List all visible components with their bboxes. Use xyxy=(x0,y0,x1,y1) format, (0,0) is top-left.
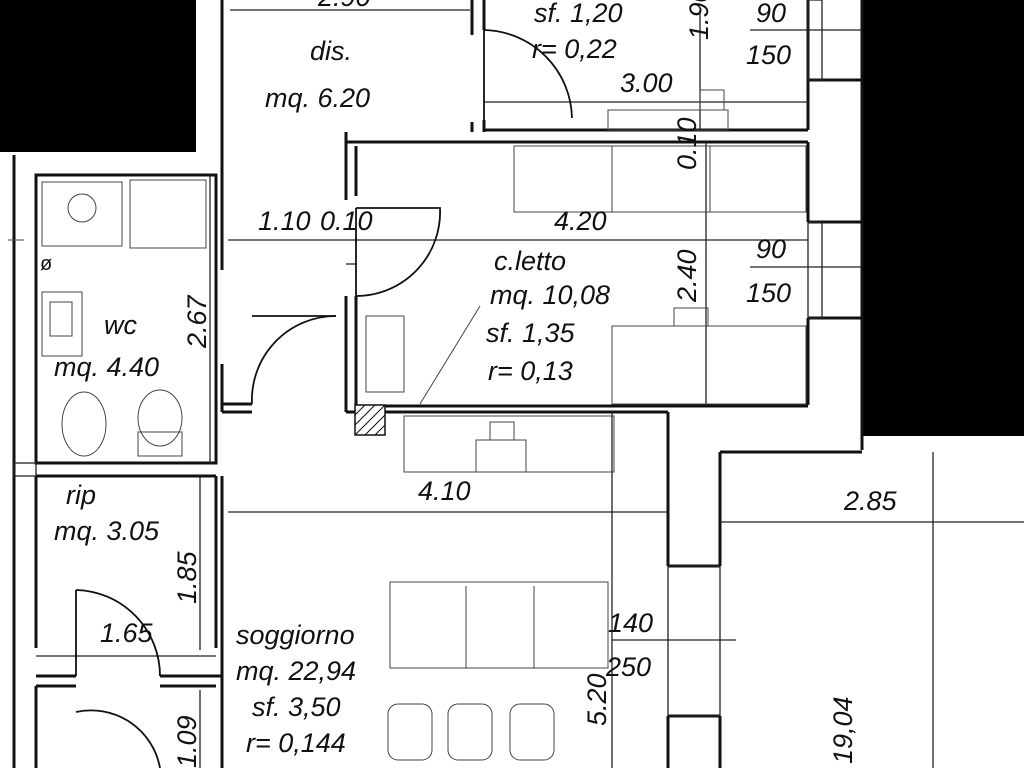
room-area-wc: mq. 4.40 xyxy=(54,352,159,382)
dim-190: 1.90 xyxy=(684,0,714,40)
window-2-height: 150 xyxy=(746,278,791,308)
dim-267: 2.67 xyxy=(182,294,212,349)
room-name-camera: c.letto xyxy=(494,246,566,276)
dim-109: 1.09 xyxy=(172,715,202,768)
window-1-height: 150 xyxy=(746,40,791,70)
window-3-width: 140 xyxy=(608,608,653,638)
dim-top-cut: 2.90 xyxy=(317,0,371,12)
room-name-soggiorno: soggiorno xyxy=(236,620,355,650)
door-swings xyxy=(75,29,573,768)
window-labels: 90 150 90 150 140 250 xyxy=(605,0,791,682)
room-name-rip: rip xyxy=(66,480,96,510)
room-labels: dis. mq. 6.20 sf. 1,20 r= 0,22 c.letto m… xyxy=(54,0,623,758)
dim-010-v: 0.10 xyxy=(672,117,702,170)
window-1-width: 90 xyxy=(756,0,786,28)
dim-420: 4.20 xyxy=(554,206,607,236)
dimension-lines xyxy=(36,9,1024,768)
outlet-symbol: ø xyxy=(40,253,52,275)
room-sf-top: sf. 1,20 xyxy=(534,0,623,28)
room-area-rip: mq. 3.05 xyxy=(54,516,160,546)
dim-185: 1.85 xyxy=(172,550,202,604)
room-area-dis: mq. 6.20 xyxy=(265,83,370,113)
dim-410: 4.10 xyxy=(418,476,471,506)
dim-110: 1.10 xyxy=(258,206,311,236)
room-name-dis: dis. xyxy=(310,36,352,66)
room-r-soggiorno: r= 0,144 xyxy=(246,728,346,758)
dim-240: 2.40 xyxy=(672,249,702,303)
window-marks xyxy=(13,0,823,717)
dim-285: 2.85 xyxy=(843,486,898,516)
dim-300: 3.00 xyxy=(620,68,673,98)
outside-area xyxy=(0,0,1024,436)
dim-1904: 19,04 xyxy=(828,696,858,764)
room-r-top: r= 0,22 xyxy=(532,34,617,64)
dim-010-h: 0.10 xyxy=(320,206,373,236)
small-marks: ø xyxy=(8,239,52,275)
room-r-camera: r= 0,13 xyxy=(488,356,573,386)
dim-520: 5.20 xyxy=(582,673,612,726)
furniture xyxy=(41,89,807,761)
room-sf-soggiorno: sf. 3,50 xyxy=(252,692,341,722)
dimension-labels: 2.90 3.00 1.10 0.10 4.20 4.10 2.85 1.65 … xyxy=(100,0,898,768)
room-sf-camera: sf. 1,35 xyxy=(486,318,576,348)
room-name-wc: wc xyxy=(104,310,137,340)
dim-165: 1.65 xyxy=(100,618,154,648)
room-area-camera: mq. 10,08 xyxy=(490,280,610,310)
window-3-height: 250 xyxy=(605,652,651,682)
room-area-soggiorno: mq. 22,94 xyxy=(236,656,356,686)
window-2-width: 90 xyxy=(756,234,786,264)
